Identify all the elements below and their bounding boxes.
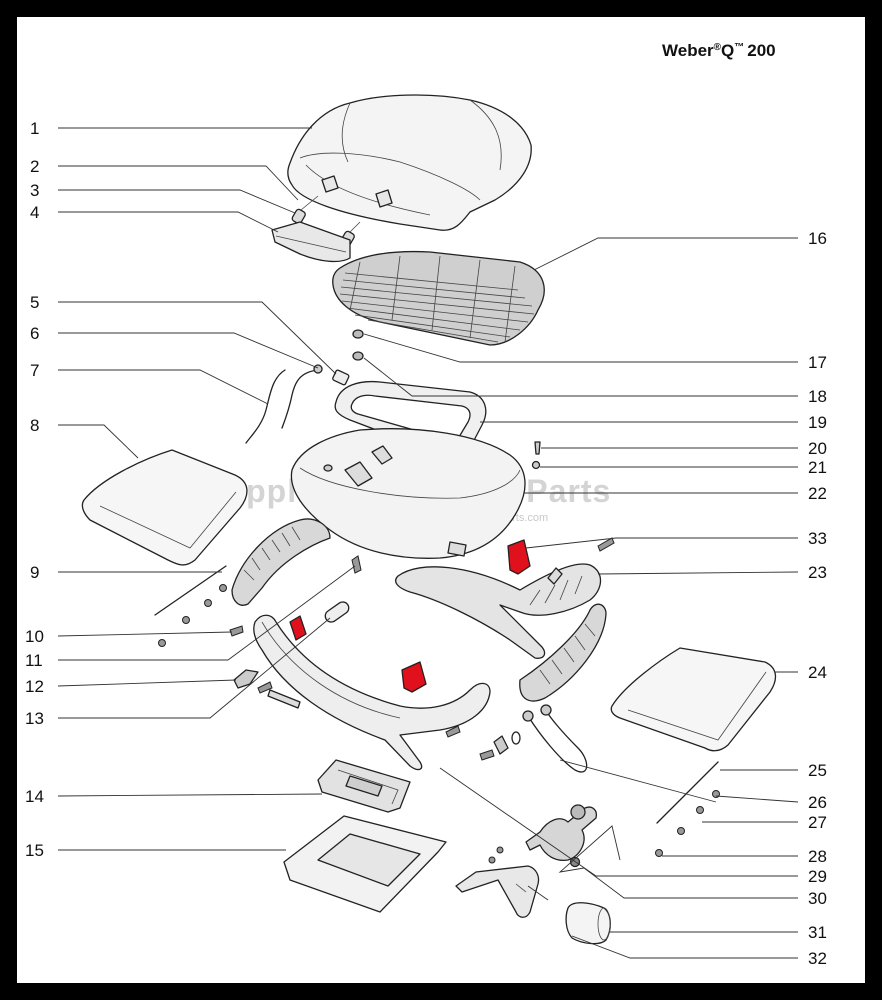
callout-7: 7: [30, 361, 39, 380]
screw-20: [534, 441, 541, 455]
hoses: [245, 364, 323, 444]
callout-13: 13: [25, 709, 44, 728]
cookbox: [290, 428, 526, 559]
callout-30: 30: [808, 889, 827, 908]
callout-29: 29: [808, 867, 827, 886]
rod-right: [656, 761, 719, 824]
drip-tray: [317, 759, 411, 813]
callout-12: 12: [25, 677, 44, 696]
right-side-table: [610, 647, 777, 752]
callout-3: 3: [30, 181, 39, 200]
callout-22: 22: [808, 484, 827, 503]
callout-9: 9: [30, 563, 39, 582]
callout-16: 16: [808, 229, 827, 248]
right-leg-assembly: [395, 563, 602, 659]
cooking-grate: [332, 250, 545, 346]
frame-handle-lower-right: [519, 603, 607, 702]
callout-2: 2: [30, 157, 39, 176]
callout-20: 20: [808, 439, 827, 458]
callout-28: 28: [808, 847, 827, 866]
callouts-right: 16 17 18 19 20 21 22 33 23 24 25 26 27 2…: [808, 229, 827, 968]
callout-23: 23: [808, 563, 827, 582]
callout-33: 33: [808, 529, 827, 548]
lid-handle: [271, 221, 351, 263]
callout-1: 1: [30, 119, 39, 138]
callout-8: 8: [30, 416, 39, 435]
callout-32: 32: [808, 949, 827, 968]
callout-11: 11: [25, 651, 43, 670]
nut-17: [352, 329, 364, 339]
sleeve-11: [324, 601, 350, 623]
drip-pan-liner: [283, 815, 447, 913]
gas-hose-loop: [493, 704, 588, 773]
callout-4: 4: [30, 203, 39, 222]
callout-18: 18: [808, 387, 827, 406]
callout-6: 6: [30, 324, 39, 343]
callout-26: 26: [808, 793, 827, 812]
callout-15: 15: [25, 841, 44, 860]
callout-5: 5: [30, 293, 39, 312]
burner-tube: [334, 380, 487, 459]
callout-19: 19: [808, 413, 827, 432]
callout-21: 21: [808, 458, 827, 477]
washer-21: [531, 460, 541, 470]
control-knob: [565, 902, 611, 945]
bracket-12: [233, 669, 259, 689]
callout-31: 31: [808, 923, 827, 942]
nut-18: [352, 351, 364, 361]
left-side-table: [81, 449, 248, 566]
callout-17: 17: [808, 353, 827, 372]
bracket-detail: [515, 883, 527, 893]
left-leg-frame: [253, 614, 491, 771]
callout-10: 10: [25, 627, 44, 646]
leader-lines: [57, 127, 799, 959]
frame-handle-upper-left: [231, 518, 331, 606]
callout-27: 27: [808, 813, 827, 832]
rod-left: [154, 565, 227, 616]
callout-25: 25: [808, 761, 827, 780]
hose-connector: [332, 369, 350, 386]
valve-regulator: [525, 804, 598, 868]
callouts-left: 1 2 3 4 5 6 7 8 9 10 11 12 13 14 15: [25, 119, 44, 860]
callout-14: 14: [25, 787, 44, 806]
highlight-clips: [289, 539, 531, 693]
valve-bracket: [455, 865, 540, 918]
callout-24: 24: [808, 663, 827, 682]
lid: [287, 94, 532, 231]
